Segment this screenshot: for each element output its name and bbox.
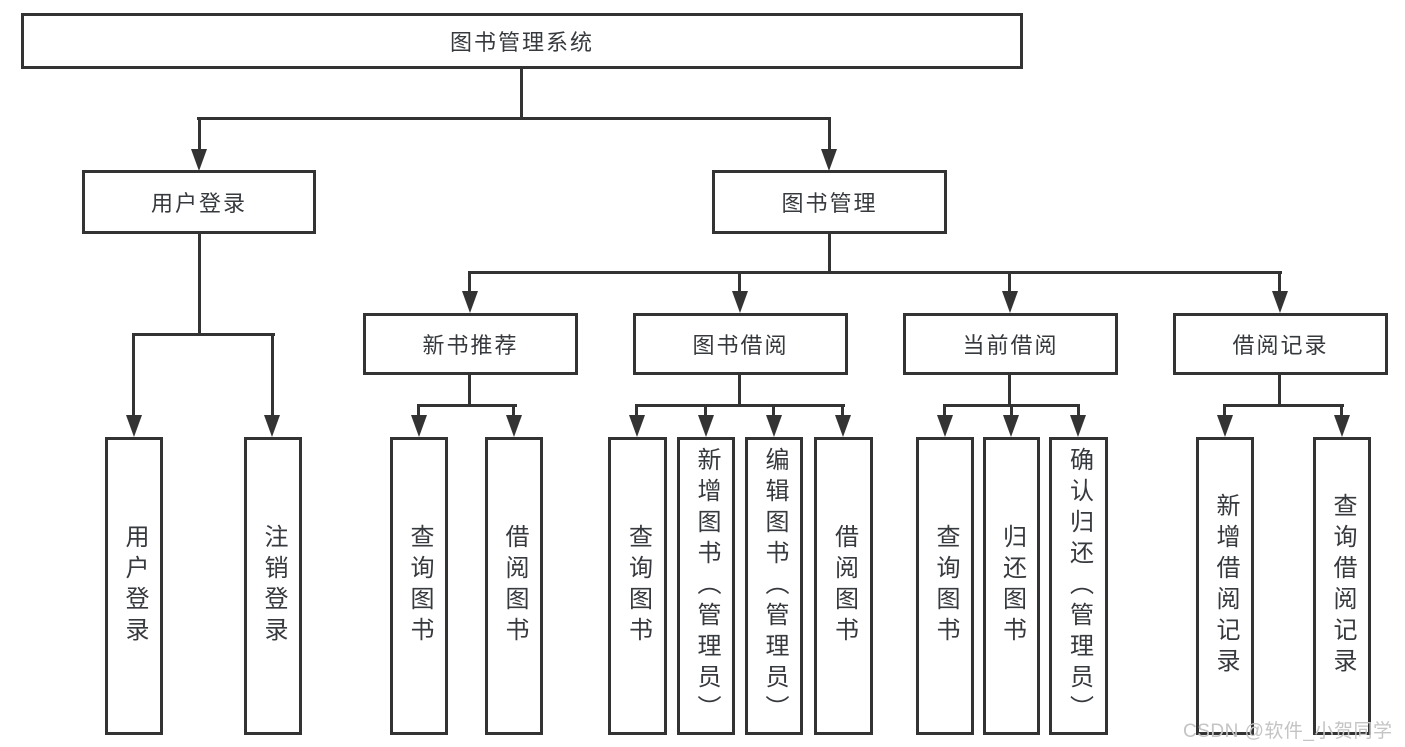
connector-to-current-borrow <box>1008 271 1011 295</box>
arrowhead-leaf-edit-books <box>766 415 782 437</box>
connector-to-leaf-return <box>1010 404 1013 418</box>
node-root: 图书管理系统 <box>21 13 1023 69</box>
connector-book-mgmt-stem <box>828 232 831 274</box>
arrowhead-leaf-query-2 <box>629 415 645 437</box>
connector-root-bar <box>197 117 831 120</box>
connector-to-leaf-query-1 <box>417 404 420 418</box>
connector-book-mgmt-bar <box>468 271 1282 274</box>
connector-root-stem <box>520 68 523 120</box>
arrowhead-current-borrow <box>1002 291 1018 313</box>
arrowhead-leaf-user-login <box>126 415 142 437</box>
leaf-add-borrow-record-label: 新增借阅记录 <box>1212 493 1239 679</box>
leaf-return-books: 归还图书 <box>983 437 1040 735</box>
arrowhead-leaf-query-record <box>1334 415 1350 437</box>
node-user-login-label: 用户登录 <box>150 191 247 216</box>
connector-to-new-book-rec <box>468 271 471 295</box>
arrowhead-book-mgmt <box>821 149 837 171</box>
arrowhead-new-book-rec <box>462 291 478 313</box>
leaf-query-books-2: 查询图书 <box>608 437 667 735</box>
leaf-add-books-admin-label: 新增图书（管理员） <box>693 446 720 726</box>
connector-to-leaf-user-login <box>132 333 135 417</box>
leaf-add-borrow-record: 新增借阅记录 <box>1196 437 1254 735</box>
leaf-borrow-books-2: 借阅图书 <box>814 437 873 735</box>
node-root-label: 图书管理系统 <box>449 30 594 55</box>
connector-to-leaf-logout <box>271 333 274 417</box>
leaf-query-books-2-label: 查询图书 <box>624 524 652 648</box>
connector-user-login-stem <box>198 232 201 336</box>
connector-book-borrow-stem <box>738 373 741 407</box>
node-book-borrow: 图书借阅 <box>633 313 848 375</box>
connector-to-leaf-add-books <box>704 404 707 418</box>
connector-book-borrow-bar <box>636 404 845 407</box>
arrowhead-leaf-logout <box>264 415 280 437</box>
arrowhead-leaf-borrow-1 <box>506 415 522 437</box>
arrowhead-leaf-query-1 <box>411 415 427 437</box>
leaf-logout-label: 注销登录 <box>260 524 287 648</box>
connector-to-book-mgmt <box>828 117 831 153</box>
connector-borrow-records-bar <box>1223 404 1344 407</box>
leaf-query-books-1: 查询图书 <box>390 437 448 735</box>
arrowhead-book-borrow <box>732 291 748 313</box>
leaf-logout: 注销登录 <box>244 437 302 735</box>
connector-to-leaf-query-3 <box>943 404 946 418</box>
connector-to-leaf-edit-books <box>772 404 775 418</box>
node-book-mgmt: 图书管理 <box>712 170 947 234</box>
leaf-borrow-books-1: 借阅图书 <box>485 437 543 735</box>
connector-user-login-bar <box>133 333 275 336</box>
leaf-query-borrow-record-label: 查询借阅记录 <box>1329 493 1356 679</box>
node-borrow-records: 借阅记录 <box>1173 313 1388 375</box>
arrowhead-borrow-records <box>1272 291 1288 313</box>
leaf-edit-books-admin-label: 编辑图书（管理员） <box>761 446 788 726</box>
arrowhead-user-login <box>191 149 207 171</box>
arrowhead-leaf-add-books <box>698 415 714 437</box>
connector-to-leaf-borrow-2 <box>841 404 844 418</box>
arrowhead-leaf-query-3 <box>937 415 953 437</box>
node-book-mgmt-label: 图书管理 <box>781 191 878 216</box>
leaf-query-books-1-label: 查询图书 <box>406 524 433 648</box>
connector-new-book-rec-stem <box>468 373 471 407</box>
connector-current-borrow-stem <box>1008 373 1011 407</box>
leaf-user-login-label: 用户登录 <box>121 524 148 648</box>
connector-to-user-login <box>198 117 201 153</box>
node-borrow-records-label: 借阅记录 <box>1232 333 1329 358</box>
connector-borrow-records-stem <box>1278 373 1281 407</box>
arrowhead-leaf-add-record <box>1217 415 1233 437</box>
connector-to-leaf-add-record <box>1223 404 1226 418</box>
connector-to-book-borrow <box>738 271 741 295</box>
csdn-watermark: CSDN @软件_小贺同学 <box>1183 721 1393 742</box>
connector-to-borrow-records <box>1278 271 1281 295</box>
leaf-confirm-return-admin: 确认归还（管理员） <box>1049 437 1108 735</box>
leaf-add-books-admin: 新增图书（管理员） <box>677 437 735 735</box>
leaf-query-borrow-record: 查询借阅记录 <box>1313 437 1371 735</box>
leaf-query-books-3-label: 查询图书 <box>932 524 959 648</box>
connector-to-leaf-borrow-1 <box>512 404 515 418</box>
connector-to-leaf-query-2 <box>635 404 638 418</box>
node-new-book-rec-label: 新书推荐 <box>422 333 519 358</box>
connector-new-book-rec-bar <box>417 404 517 407</box>
connector-to-leaf-query-record <box>1340 404 1343 418</box>
leaf-edit-books-admin: 编辑图书（管理员） <box>745 437 803 735</box>
leaf-borrow-books-2-label: 借阅图书 <box>830 524 858 648</box>
leaf-user-login: 用户登录 <box>105 437 163 735</box>
node-user-login: 用户登录 <box>82 170 316 234</box>
node-current-borrow-label: 当前借阅 <box>962 333 1059 358</box>
leaf-query-books-3: 查询图书 <box>916 437 974 735</box>
leaf-borrow-books-1-label: 借阅图书 <box>501 524 528 648</box>
arrowhead-leaf-confirm-return <box>1070 415 1086 437</box>
arrowhead-leaf-borrow-2 <box>835 415 851 437</box>
connector-to-leaf-confirm-return <box>1077 404 1080 418</box>
node-current-borrow: 当前借阅 <box>903 313 1118 375</box>
node-book-borrow-label: 图书借阅 <box>692 333 789 358</box>
leaf-confirm-return-admin-label: 确认归还（管理员） <box>1065 446 1093 726</box>
leaf-return-books-label: 归还图书 <box>998 524 1026 648</box>
arrowhead-leaf-return <box>1003 415 1019 437</box>
node-new-book-rec: 新书推荐 <box>363 313 578 375</box>
